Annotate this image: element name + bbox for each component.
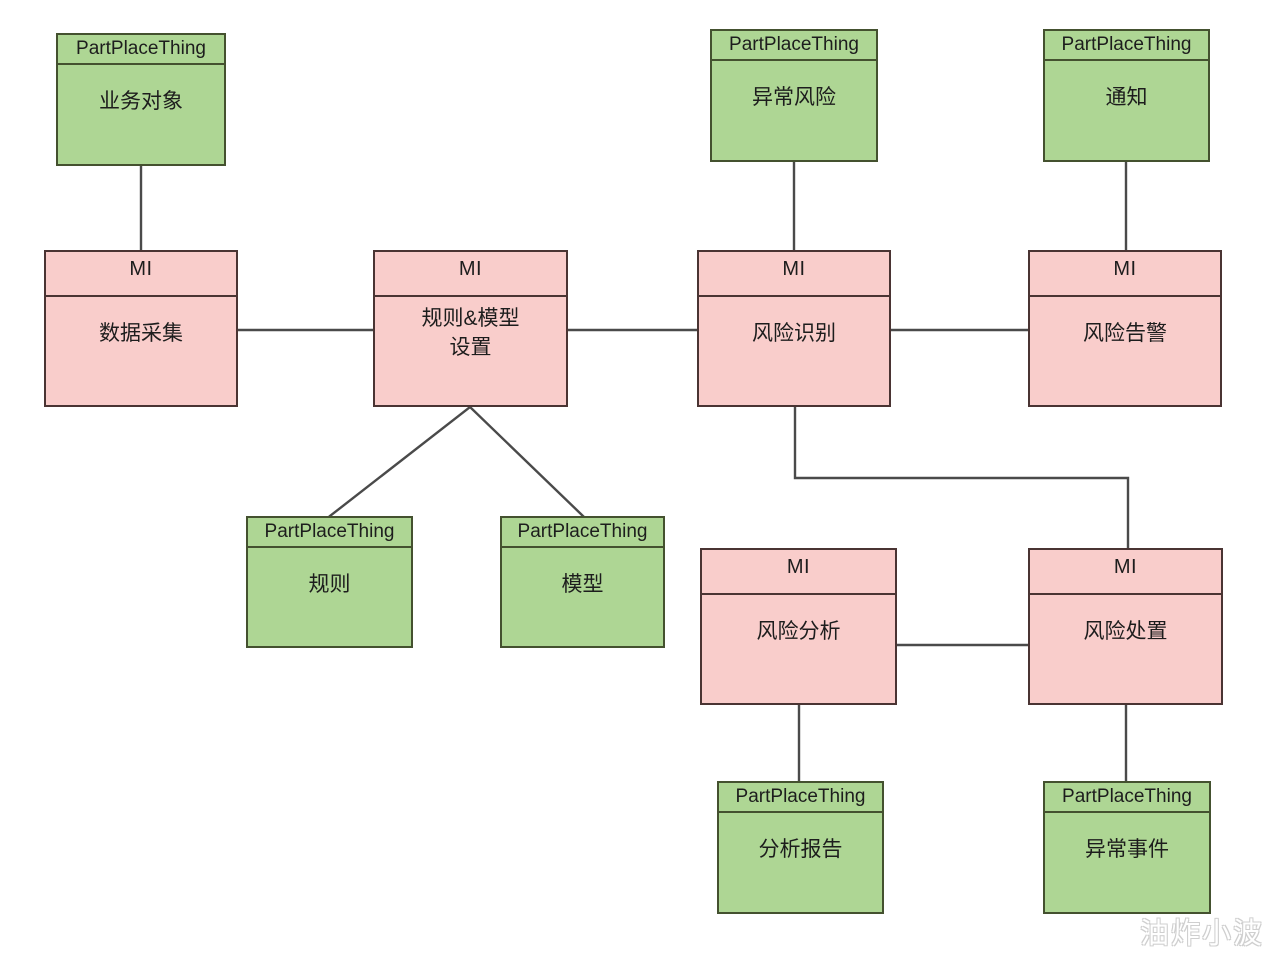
node-analysis-report-stereotype: PartPlaceThing bbox=[719, 783, 882, 813]
edge-rule-model-rule bbox=[328, 405, 472, 518]
node-abnormal-risk-stereotype: PartPlaceThing bbox=[712, 31, 876, 61]
node-risk-identify-label: 风险识别 bbox=[752, 321, 836, 345]
node-abnormal-event-label: 异常事件 bbox=[1085, 838, 1169, 861]
node-business-object[interactable]: PartPlaceThing 业务对象 bbox=[56, 33, 226, 166]
node-abnormal-event-stereotype: PartPlaceThing bbox=[1045, 783, 1209, 813]
node-risk-handling-label: 风险处置 bbox=[1083, 619, 1168, 643]
node-risk-analysis[interactable]: MI 风险分析 bbox=[700, 548, 897, 705]
node-data-collection-stereotype: MI bbox=[46, 252, 236, 297]
node-analysis-report[interactable]: PartPlaceThing 分析报告 bbox=[717, 781, 884, 914]
node-model-label: 模型 bbox=[561, 572, 604, 596]
node-risk-identify-stereotype: MI bbox=[699, 252, 889, 297]
node-risk-analysis-label: 风险分析 bbox=[756, 619, 841, 643]
node-rule-label: 规则 bbox=[308, 572, 351, 596]
node-rule-model-setup-label: 规则&模型 设置 bbox=[421, 307, 520, 359]
node-analysis-report-label: 分析报告 bbox=[758, 838, 843, 861]
node-notification[interactable]: PartPlaceThing 通知 bbox=[1043, 29, 1210, 162]
node-abnormal-risk[interactable]: PartPlaceThing 异常风险 bbox=[710, 29, 878, 162]
node-risk-alert-label: 风险告警 bbox=[1083, 321, 1167, 345]
node-data-collection[interactable]: MI 数据采集 bbox=[44, 250, 238, 407]
node-risk-identify[interactable]: MI 风险识别 bbox=[697, 250, 891, 407]
node-risk-handling[interactable]: MI 风险处置 bbox=[1028, 548, 1223, 705]
edge-risk-identify-risk-handling bbox=[793, 405, 1130, 550]
watermark-text: 油炸小波 bbox=[1139, 918, 1264, 950]
node-abnormal-event[interactable]: PartPlaceThing 异常事件 bbox=[1043, 781, 1211, 914]
node-business-object-stereotype: PartPlaceThing bbox=[58, 35, 224, 65]
node-rule-model-setup-stereotype: MI bbox=[375, 252, 566, 297]
node-rule[interactable]: PartPlaceThing 规则 bbox=[246, 516, 413, 648]
node-risk-analysis-stereotype: MI bbox=[702, 550, 895, 595]
node-business-object-label: 业务对象 bbox=[99, 90, 183, 113]
node-model[interactable]: PartPlaceThing 模型 bbox=[500, 516, 665, 648]
node-risk-alert-stereotype: MI bbox=[1030, 252, 1220, 297]
node-notification-label: 通知 bbox=[1105, 86, 1148, 109]
node-risk-handling-stereotype: MI bbox=[1030, 550, 1221, 595]
node-risk-alert[interactable]: MI 风险告警 bbox=[1028, 250, 1222, 407]
node-rule-model-setup[interactable]: MI 规则&模型 设置 bbox=[373, 250, 568, 407]
edge-rule-model-model bbox=[468, 405, 585, 518]
node-notification-stereotype: PartPlaceThing bbox=[1045, 31, 1208, 61]
node-data-collection-label: 数据采集 bbox=[99, 321, 183, 345]
node-model-stereotype: PartPlaceThing bbox=[502, 518, 663, 548]
node-rule-stereotype: PartPlaceThing bbox=[248, 518, 411, 548]
node-abnormal-risk-label: 异常风险 bbox=[752, 86, 836, 109]
